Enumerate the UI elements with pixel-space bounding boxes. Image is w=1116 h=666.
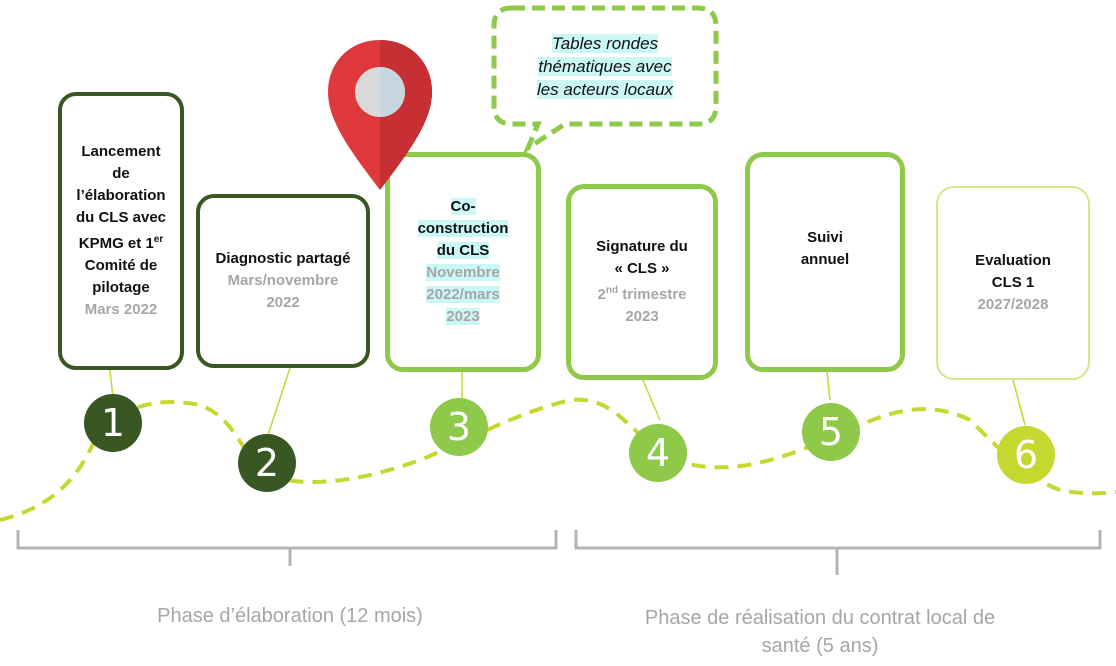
step-3-box: Co- construction du CLS Novembre 2022/ma… (385, 152, 541, 372)
step-2-date: Mars/novembre 2022 (227, 272, 339, 311)
connector-6 (1012, 379, 1026, 426)
step-6-circle: 6 (997, 426, 1055, 484)
step-6-box: Evaluation CLS 1 2027/2028 (936, 186, 1090, 380)
step-2-circle: 2 (238, 434, 296, 492)
step-6-date: 2027/2028 (977, 296, 1049, 313)
step-3-title: Co- construction du CLS (417, 198, 509, 259)
step-1-box: Lancement de l’élaboration du CLS avec K… (58, 92, 184, 370)
step-2-title: Diagnostic partagé (215, 250, 351, 267)
step-1-date: Mars 2022 (84, 301, 158, 318)
step-3-circle: 3 (430, 398, 488, 456)
connector-1 (109, 369, 114, 399)
step-5-box: Suivi annuel (745, 152, 905, 372)
callout-outline (491, 5, 719, 155)
timeline-path (0, 397, 1116, 522)
connector-5 (826, 371, 831, 401)
step-4-date: 2nd trimestre 2023 (597, 285, 687, 325)
callout-text: Tables rondes thématiques avec les acteu… (536, 33, 674, 99)
connector-4 (641, 377, 661, 421)
step-1-circle: 1 (84, 394, 142, 452)
step-5-title: Suivi annuel (800, 229, 850, 268)
step-4-title: Signature du « CLS » (596, 238, 688, 277)
phase-realisation-label: Phase de réalisation du contrat local de… (644, 607, 996, 657)
step-4-box: Signature du « CLS » 2nd trimestre 2023 (566, 184, 718, 380)
connector-2 (267, 367, 291, 436)
step-5-circle: 5 (802, 403, 860, 461)
step-6-title: Evaluation CLS 1 (975, 252, 1051, 291)
phase-bracket-realisation (574, 530, 1102, 575)
phase-elaboration-label: Phase d’élaboration (12 mois) (157, 605, 423, 627)
step-1-title: Lancement de l’élaboration du CLS avec K… (75, 143, 167, 296)
step-2-box: Diagnostic partagé Mars/novembre 2022 (196, 194, 370, 368)
map-pin-icon (328, 40, 432, 190)
step-4-circle: 4 (629, 424, 687, 482)
step-3-date: Novembre 2022/mars 2023 (426, 264, 500, 325)
phase-bracket-elaboration (16, 530, 558, 566)
